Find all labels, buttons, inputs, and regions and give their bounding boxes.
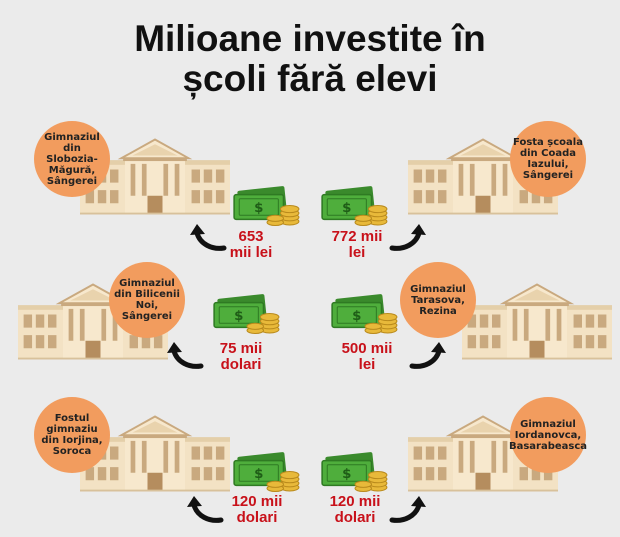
school-name-4: Gimnaziul Tarasova, Rezina: [400, 262, 476, 338]
school-building-icon: [462, 282, 612, 362]
title-line-2: școli fără elevi: [182, 58, 438, 99]
school-name-3: Gimnaziul din Bilicenii Noi, Sângerei: [109, 262, 185, 338]
title-line-1: Milioane investite în: [134, 18, 486, 59]
money-stack-icon: [318, 186, 390, 228]
money-stack-icon: [210, 294, 282, 336]
money-stack-icon: [318, 452, 390, 494]
school-name-6: Gimnaziul Iordanovca, Basarabeasca: [509, 397, 587, 473]
curved-arrow-icon: [408, 340, 448, 370]
school-name-2: Fosta școala din Coada Iazului, Sângerei: [510, 121, 586, 197]
school-name-5: Fostul gimnaziu din Iorjina, Soroca: [34, 397, 110, 473]
money-stack-icon: [230, 452, 302, 494]
school-name-1: Gimnaziul din Slobozia-Măgură, Sângerei: [34, 121, 110, 197]
money-stack-icon: [230, 186, 302, 228]
money-stack-icon: [328, 294, 400, 336]
